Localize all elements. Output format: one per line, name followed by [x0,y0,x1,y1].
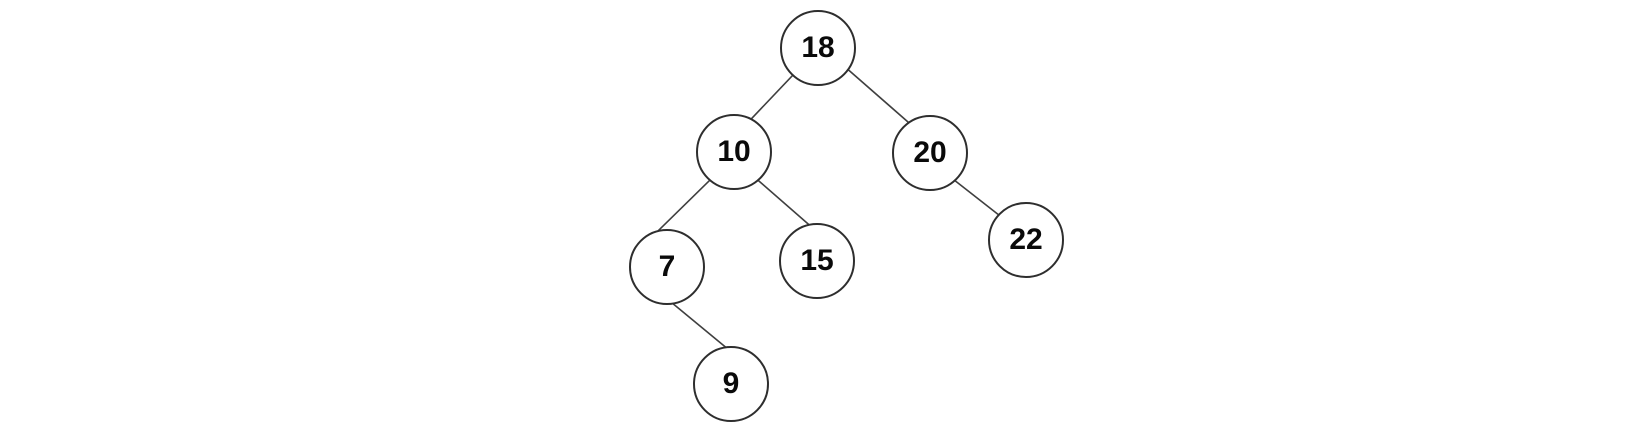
tree-node-22: 22 [988,202,1064,278]
tree-node-label-22: 22 [1009,223,1043,256]
tree-node-label-18: 18 [801,31,835,64]
tree-node-label-15: 15 [800,244,834,277]
tree-node-20: 20 [892,115,968,191]
tree-node-label-10: 10 [717,135,751,168]
tree-node-10: 10 [696,114,772,190]
tree-edge-7-9 [667,298,733,354]
tree-node-9: 9 [693,346,769,422]
tree-edge-10-15 [750,173,817,232]
tree-node-7: 7 [629,229,705,305]
tree-edge-18-20 [842,64,918,131]
tree-edge-20-22 [948,174,1005,221]
tree-node-18: 18 [780,10,856,86]
tree-edge-10-7 [652,174,717,236]
tree-node-label-9: 9 [722,367,740,400]
tree-node-label-20: 20 [913,136,947,169]
tree-node-15: 15 [779,223,855,299]
tree-node-label-7: 7 [658,250,676,283]
